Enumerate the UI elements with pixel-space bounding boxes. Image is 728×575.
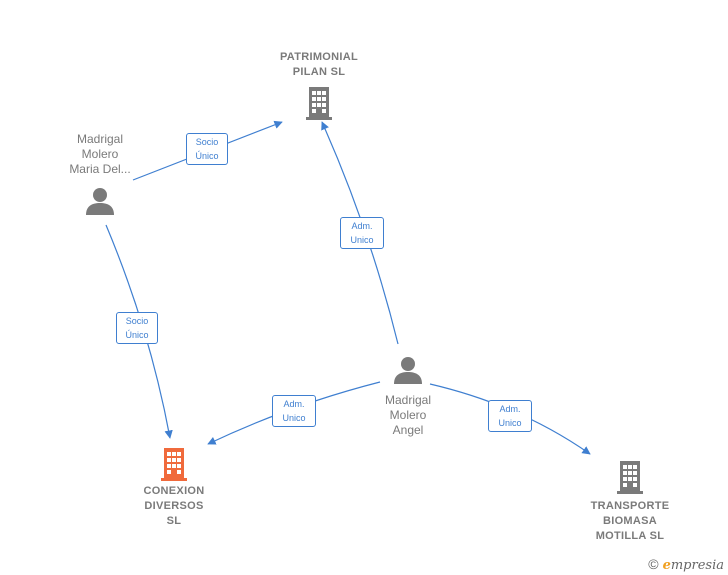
empresia-logo[interactable]: empresia [662,558,724,573]
copyright-symbol: © [648,556,659,572]
person-name-label: Madrigal Molero Angel [384,393,432,437]
brand-footer: ©empresia [648,556,724,573]
node-patrimonial-pilan[interactable]: PATRIMONIAL PILAN SL [259,50,379,121]
edge-label-angel-patrimonial: Adm. Unico [340,217,384,249]
edge-label-angel-transporte: Adm. Unico [488,400,532,432]
person-name-label: Madrigal Molero Maria Del... [69,132,131,176]
person-icon [356,354,460,386]
building-icon [114,446,234,482]
edge-label-angel-conexion: Adm. Unico [272,395,316,427]
edge-label-maria-conexion: Socio Único [116,312,158,344]
building-icon [259,85,379,121]
person-icon [48,185,152,217]
node-transporte-biomasa[interactable]: TRANSPORTE BIOMASA MOTILLA SL [570,459,690,544]
company-name-label: CONEXION DIVERSOS SL [143,485,205,527]
node-conexion-diversos[interactable]: CONEXION DIVERSOS SL [114,446,234,529]
building-icon [570,459,690,495]
node-person-maria[interactable]: Madrigal Molero Maria Del... [48,132,152,217]
edge-label-maria-patrimonial: Socio Único [186,133,228,165]
node-person-angel[interactable]: Madrigal Molero Angel [356,354,460,438]
company-name-label: TRANSPORTE BIOMASA MOTILLA SL [590,500,670,542]
company-name-label: PATRIMONIAL PILAN SL [279,51,359,78]
